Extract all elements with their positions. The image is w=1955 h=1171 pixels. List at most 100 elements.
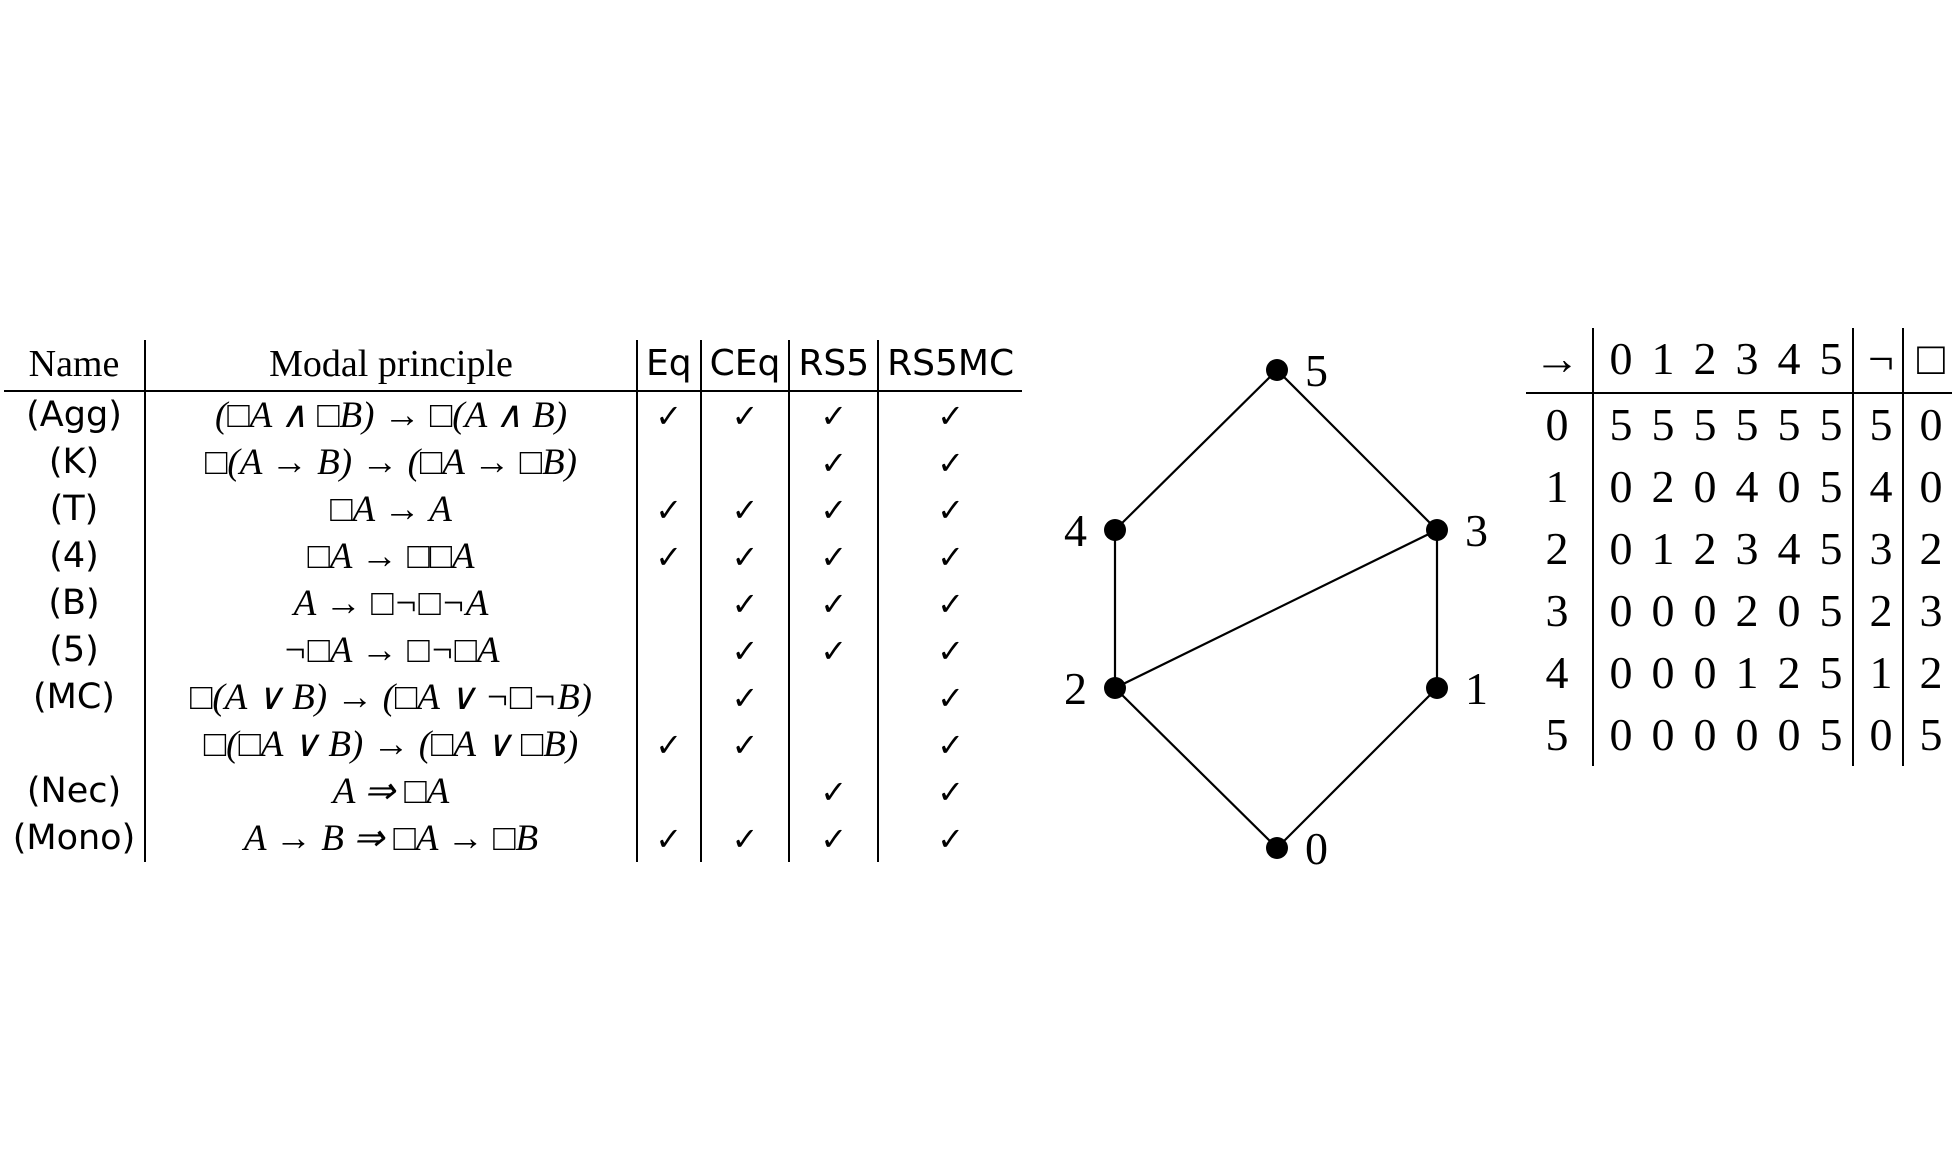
check-cell-eq [636, 439, 701, 486]
op-row-label: 4 [1545, 647, 1569, 698]
check-cell-rs5 [788, 721, 879, 768]
box-cell: 2 [1902, 518, 1952, 580]
lattice-node-5 [1266, 359, 1288, 381]
check-icon: ✓ [937, 490, 965, 529]
lattice-node-label: 0 [1305, 823, 1328, 874]
check-cell-rs5: ✓ [788, 815, 879, 862]
lattice-node-0 [1266, 837, 1288, 859]
check-icon: ✓ [731, 396, 759, 435]
check-cell-ceq: ✓ [699, 391, 790, 439]
box-cell: 2 [1902, 642, 1952, 704]
op-cell: 0 [1735, 709, 1759, 760]
op-cell: 0 [1693, 709, 1717, 760]
op-cell: 0 [1777, 709, 1801, 760]
principle-name: (Mono) [12, 818, 136, 858]
op-cell: 5 [1777, 399, 1801, 450]
negation-header: ¬ [1852, 328, 1903, 394]
check-cell-rs5: ✓ [788, 439, 879, 486]
op-cell: 5 [1592, 393, 1642, 456]
check-icon: ✓ [655, 490, 683, 529]
lattice-edge-4-5 [1114, 369, 1278, 531]
check-cell-rs5: ✓ [788, 627, 879, 674]
table-row: (5)¬□A → □¬□A✓✓✓ [4, 627, 1023, 674]
check-cell-rs5mc: ✓ [877, 768, 1023, 815]
op-cell: 2 [1651, 461, 1675, 512]
op-cell: 5 [1819, 461, 1843, 512]
op-cell: 2 [1777, 647, 1801, 698]
principle-formula: A → B ⇒ □A → □B [144, 815, 637, 862]
check-cell-rs5: ✓ [788, 486, 879, 533]
check-cell-ceq: ✓ [699, 674, 790, 721]
check-cell-rs5mc: ✓ [877, 580, 1023, 627]
check-icon: ✓ [820, 819, 848, 858]
principle-name: (MC) [33, 677, 115, 717]
check-icon: ✓ [937, 443, 965, 482]
lattice-node-label: 3 [1465, 505, 1488, 556]
op-cell: 5 [1735, 399, 1759, 450]
header-ceq: CEq [699, 340, 790, 392]
op-cell: 5 [1819, 647, 1843, 698]
check-icon: ✓ [820, 584, 848, 623]
check-icon: ✓ [820, 631, 848, 670]
table-row: (MC)□(A ∨ B) → (□A ∨ ¬□¬B)✓✓ [4, 674, 1023, 721]
principle-name: (T) [49, 489, 99, 529]
check-cell-rs5mc: ✓ [877, 486, 1023, 533]
op-cell: 0 [1693, 461, 1717, 512]
check-cell-rs5: ✓ [788, 580, 879, 627]
op-cell: 0 [1651, 647, 1675, 698]
op-cell: 2 [1735, 585, 1759, 636]
box-cell: 0 [1902, 456, 1952, 518]
op-cell: 5 [1819, 585, 1843, 636]
lattice-node-4 [1104, 519, 1126, 541]
check-icon: ✓ [731, 537, 759, 576]
op-cell: 5 [1819, 399, 1843, 450]
principle-name: (Nec) [26, 771, 122, 811]
check-cell-eq: ✓ [636, 391, 701, 439]
op-row-label: 0 [1545, 399, 1569, 450]
check-icon: ✓ [655, 396, 683, 435]
lattice-edge-3-5 [1276, 369, 1438, 531]
op-cell: 1 [1651, 523, 1675, 574]
principles-body: (Agg)(□A ∧ □B) → □(A ∧ B)✓✓✓✓(K)□(A → B)… [4, 391, 1023, 862]
check-cell-eq [636, 627, 701, 674]
check-cell-ceq: ✓ [699, 533, 790, 580]
op-cell: 0 [1693, 647, 1717, 698]
principle-formula: □A → A [144, 486, 637, 533]
principle-formula: ¬□A → □¬□A [144, 627, 637, 674]
principle-name: (4) [49, 536, 99, 576]
principle-name: (5) [49, 630, 99, 670]
negation-cell: 4 [1852, 456, 1903, 518]
op-cell: 5 [1819, 709, 1843, 760]
negation-cell: 2 [1852, 580, 1903, 642]
op-column-header: 1 [1642, 328, 1684, 394]
op-column-header: 2 [1684, 328, 1726, 394]
check-icon: ✓ [820, 443, 848, 482]
box-cell: 5 [1902, 704, 1952, 766]
check-icon: ✓ [731, 819, 759, 858]
check-icon: ✓ [655, 725, 683, 764]
check-cell-rs5mc: ✓ [877, 627, 1023, 674]
op-cell: 0 [1592, 518, 1642, 580]
check-icon: ✓ [937, 678, 965, 717]
check-icon: ✓ [731, 584, 759, 623]
lattice-node-label: 5 [1305, 345, 1328, 396]
box-cell: 3 [1902, 580, 1952, 642]
check-cell-rs5: ✓ [788, 391, 879, 439]
check-icon: ✓ [820, 537, 848, 576]
check-cell-eq [636, 674, 701, 721]
table-row: (T)□A → A✓✓✓✓ [4, 486, 1023, 533]
modal-principles-table: Name Modal principle Eq CEq RS5 RS5MC (A… [4, 340, 1023, 862]
principle-formula: □(□A ∨ B) → (□A ∨ □B) [144, 721, 637, 768]
op-corner-arrow: → [1526, 328, 1593, 394]
op-cell: 0 [1651, 709, 1675, 760]
check-cell-eq: ✓ [636, 721, 701, 768]
negation-cell: 5 [1852, 393, 1903, 456]
principle-name: (Agg) [26, 395, 122, 435]
table-row: (4)□A → □□A✓✓✓✓ [4, 533, 1023, 580]
